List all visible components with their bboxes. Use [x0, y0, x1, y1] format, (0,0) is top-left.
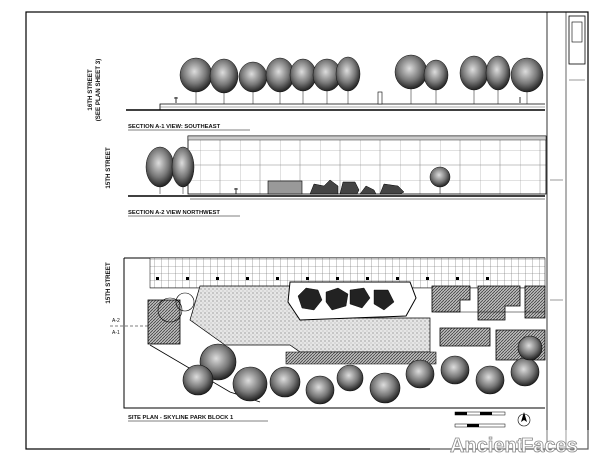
title-block	[546, 12, 586, 449]
section-a1-street-note: (SEE PLAN SHEET 3)	[95, 59, 102, 122]
scale-bar	[454, 411, 506, 428]
sheet-border	[25, 11, 589, 450]
section-marker-top: A-2	[112, 318, 120, 324]
section-a2-title: SECTION A-2 VIEW NORTHWEST	[128, 210, 220, 216]
site-plan-wall-band	[285, 351, 437, 365]
section-marker: A-2 A-1	[110, 318, 150, 336]
site-plan-street-label: 15TH STREET	[105, 262, 112, 303]
site-plan: 15TH STREET	[105, 257, 546, 428]
section-marker-bottom: A-1	[112, 330, 120, 336]
watermark: Ancient Faces	[430, 430, 596, 460]
section-a1-street-label: 16TH STREET	[87, 69, 94, 110]
section-a1: 16TH STREET (SEE PLAN SHEET 3) SECTION A…	[87, 54, 545, 131]
watermark-text-faces: Faces	[521, 435, 578, 457]
watermark-text-ancient: Ancient	[450, 435, 524, 457]
site-plan-title: SITE PLAN - SKYLINE PARK BLOCK 1	[128, 415, 234, 421]
section-a2: 15TH STREET SECTION A-2 VIEW NORTHWEST	[105, 135, 547, 217]
site-plan-left-planter	[147, 299, 181, 345]
section-a1-trees	[179, 54, 544, 104]
section-a2-street-label: 15TH STREET	[105, 147, 112, 188]
section-a2-trees	[145, 146, 451, 194]
section-a2-sculpture	[309, 179, 405, 195]
north-arrow-icon	[517, 412, 531, 427]
section-a2-facade	[187, 135, 547, 195]
site-plan-tree-canopies	[182, 335, 543, 405]
section-a1-title: SECTION A-1 VIEW: SOUTHEAST	[128, 124, 221, 130]
